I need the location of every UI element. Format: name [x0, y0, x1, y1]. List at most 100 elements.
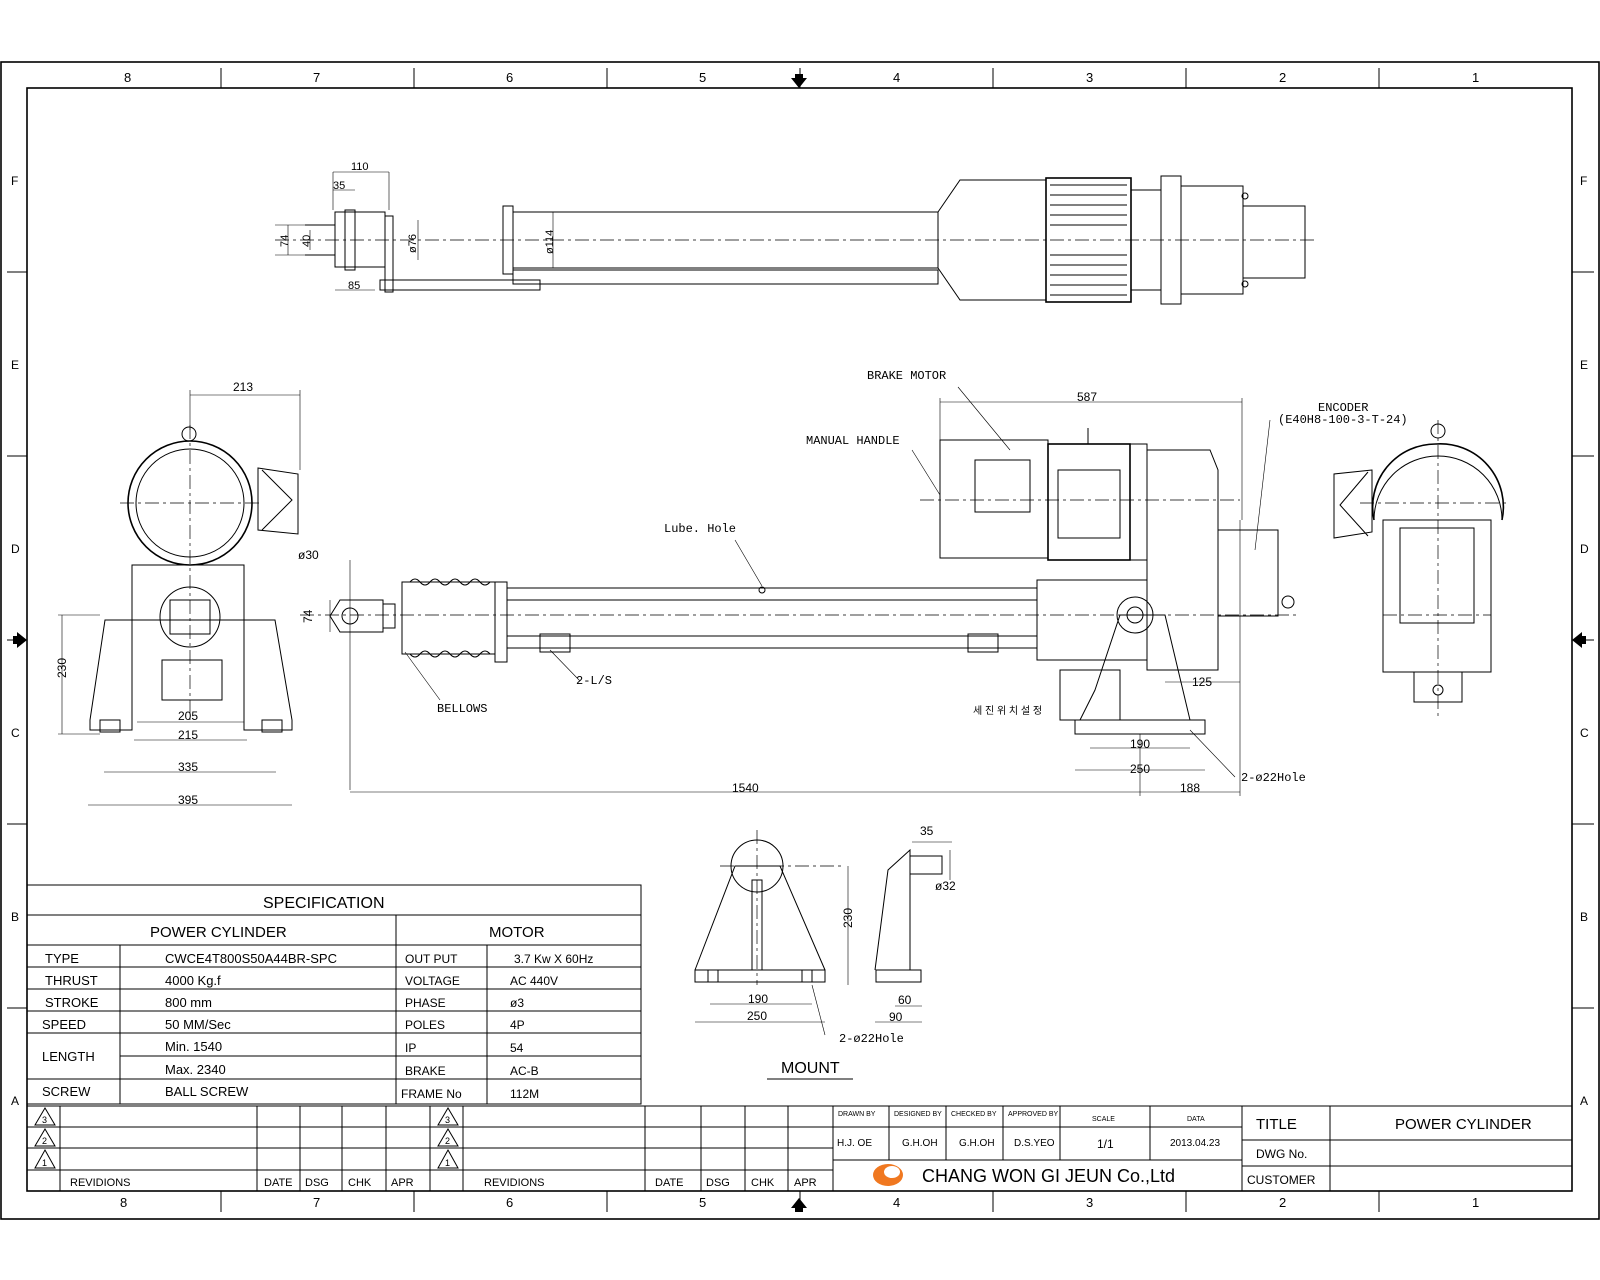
revision-triangle-icon	[437, 1107, 459, 1126]
mount-hole-callout: 2-ø22Hole	[839, 1032, 904, 1046]
spec-value: Min. 1540	[165, 1039, 222, 1054]
zone-col-label: 5	[699, 70, 706, 85]
revision-header: DATE	[655, 1177, 684, 1189]
zone-row-label: D	[11, 542, 20, 556]
zone-col-label: 8	[120, 1195, 127, 1210]
bottom-center-arrow-icon	[791, 1198, 807, 1212]
spec-label: TYPE	[45, 951, 79, 966]
spec-left-header: POWER CYLINDER	[150, 924, 287, 941]
revision-triangle-icon	[437, 1128, 459, 1147]
motor-label: POLES	[405, 1018, 445, 1032]
revision-mark: 2	[42, 1136, 47, 1146]
revision-mark: 3	[445, 1115, 450, 1125]
motor-value: AC-B	[510, 1064, 539, 1078]
spec-label: THRUST	[45, 973, 98, 988]
zone-col-label: 6	[506, 70, 513, 85]
zone-col-label: 7	[313, 70, 320, 85]
motor-value: 4P	[510, 1018, 525, 1032]
limit-switch-callout: 2-L/S	[576, 674, 612, 688]
revision-header: REVIDIONS	[70, 1177, 131, 1189]
dim-label: 74	[279, 235, 291, 247]
dim-label: 188	[1180, 781, 1200, 795]
zone-col-label: 4	[893, 1195, 900, 1210]
zone-col-label: 8	[124, 70, 131, 85]
tb-label: DESIGNED BY	[894, 1111, 942, 1118]
zone-row-label: D	[1580, 542, 1589, 556]
motor-label: FRAME No	[401, 1087, 462, 1101]
dim-label: 250	[747, 1009, 767, 1023]
mount-hole-callout: 2-ø22Hole	[1241, 771, 1306, 785]
zone-col-label: 5	[699, 1195, 706, 1210]
left-center-arrow-icon	[13, 632, 27, 648]
zone-row-label: A	[11, 1094, 19, 1108]
bellows-callout: BELLOWS	[437, 702, 487, 716]
motor-label: VOLTAGE	[405, 974, 460, 988]
right-center-arrow-icon	[1572, 632, 1586, 648]
revision-mark: 1	[42, 1158, 47, 1168]
company-name: CHANG WON GI JEUN Co.,Ltd	[922, 1166, 1175, 1186]
motor-value: 112M	[510, 1087, 539, 1101]
zone-row-label: E	[11, 358, 19, 372]
tb-label: SCALE	[1092, 1116, 1115, 1123]
dim-label: 74	[301, 609, 315, 623]
tb-label: DATA	[1187, 1116, 1205, 1123]
zone-col-label: 4	[893, 70, 900, 85]
dim-label: 215	[178, 728, 198, 742]
spec-value: BALL SCREW	[165, 1084, 249, 1099]
dim-label: 190	[1130, 737, 1150, 751]
zone-col-label: 2	[1279, 70, 1286, 85]
dim-label: 250	[1130, 762, 1150, 776]
dim-label: ø76	[407, 234, 419, 253]
revision-triangle-icon	[437, 1148, 459, 1169]
zone-row-label: B	[11, 910, 19, 924]
revision-header: DSG	[706, 1177, 730, 1189]
tb-drawn: H.J. OE	[837, 1138, 872, 1149]
spec-title: SPECIFICATION	[263, 895, 385, 912]
revision-header: CHK	[751, 1177, 775, 1189]
spec-value: 50 MM/Sec	[165, 1017, 231, 1032]
spec-label: SCREW	[42, 1084, 91, 1099]
revision-triangle-icon	[34, 1128, 56, 1147]
dim-label: 40	[301, 235, 313, 247]
dim-label: ø32	[935, 879, 956, 893]
zone-col-label: 3	[1086, 1195, 1093, 1210]
zone-col-label: 3	[1086, 70, 1093, 85]
tb-scale: 1/1	[1097, 1137, 1114, 1151]
dim-label: 110	[351, 161, 369, 173]
title-block: DRAWN BY DESIGNED BY CHECKED BY APPROVED…	[832, 1105, 1573, 1192]
dim-label: 335	[178, 760, 198, 774]
zone-row-label: B	[1580, 910, 1588, 924]
left-end-view: 213 230 205 215 335 395	[55, 380, 301, 807]
dim-label: 35	[333, 180, 345, 192]
zone-labels-top: 8 7 6 5 4 3 2 1	[124, 70, 1479, 85]
zone-labels-right: F E D C B A	[1580, 174, 1589, 1108]
top-view: 110 35 74 40 85 ø76 ø114	[275, 161, 1315, 305]
dim-label: 90	[889, 1010, 903, 1024]
revision-header: REVIDIONS	[484, 1177, 545, 1189]
spec-right-header: MOTOR	[489, 924, 545, 941]
mount-view: 230 190 250 35 ø32 60 90 2-ø22Hole MOUNT	[694, 824, 956, 1080]
revision-header: APR	[391, 1177, 414, 1189]
tb-checked: G.H.OH	[959, 1138, 995, 1149]
lube-hole-callout: Lube. Hole	[664, 522, 736, 536]
motor-value: 3.7 Kw X 60Hz	[514, 952, 593, 966]
manual-handle-callout: MANUAL HANDLE	[806, 434, 900, 448]
motor-label: OUT PUT	[405, 952, 458, 966]
korean-note: 세 진 위 치 설 정	[973, 704, 1042, 717]
spec-value: 800 mm	[165, 995, 212, 1010]
dim-label: 230	[841, 908, 855, 928]
zone-ticks	[7, 68, 1594, 1212]
dim-label: 230	[55, 658, 69, 678]
zone-col-label: 2	[1279, 1195, 1286, 1210]
spec-value: Max. 2340	[165, 1062, 226, 1077]
zone-col-label: 7	[313, 1195, 320, 1210]
revision-mark: 1	[445, 1158, 450, 1168]
dim-label: ø114	[544, 230, 556, 254]
zone-row-label: C	[1580, 726, 1589, 740]
revision-header: DSG	[305, 1177, 329, 1189]
dim-label: 85	[348, 280, 360, 292]
spec-value: 4000 Kg.f	[165, 973, 221, 988]
dim-label: 213	[233, 380, 253, 394]
dim-label: 587	[1077, 390, 1097, 404]
